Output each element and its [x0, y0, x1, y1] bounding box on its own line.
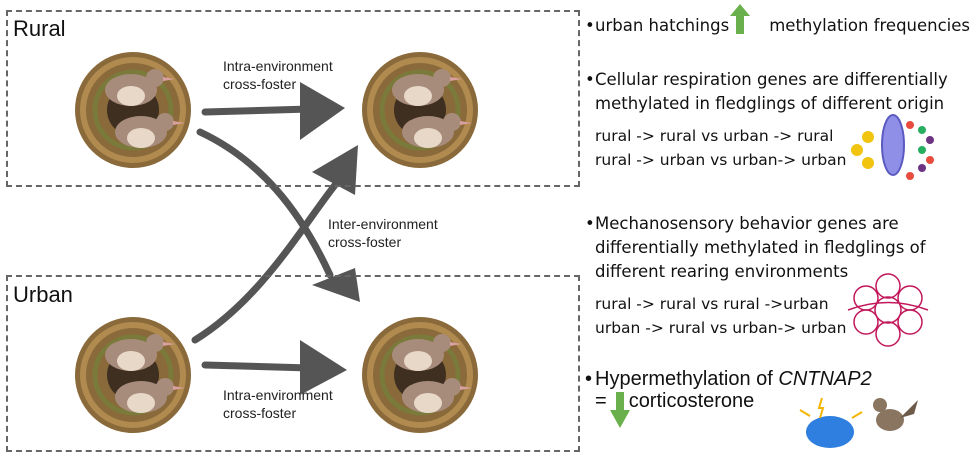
arrowhead-urban-intra — [300, 340, 347, 395]
label-line: cross-foster — [223, 405, 297, 421]
arrow-rural-intra — [201, 105, 314, 116]
finding-4-post: corticosterone — [628, 390, 755, 412]
rural-region-box — [6, 10, 580, 187]
arrowhead-rural-intra — [300, 82, 345, 140]
arrow-rural-to-urban — [196, 128, 334, 279]
down-arrow-icon — [610, 392, 630, 428]
arrowhead-urban-to-rural — [312, 145, 358, 195]
senses-icon — [847, 273, 929, 347]
rural-label: Rural — [13, 16, 66, 41]
gene-name: CNTNAP2 — [778, 368, 872, 390]
finding-4-pre: Hypermethylation of — [595, 368, 779, 390]
finding-2: • Cellular respiration genes are differe… — [585, 68, 948, 172]
finding-2-line: methylated in fledglings of different or… — [595, 94, 945, 113]
up-arrow-icon — [730, 4, 750, 34]
finding-3: • Mechanosensory behavior genes are diff… — [585, 212, 926, 340]
finding-1-post: methylation frequencies — [769, 16, 971, 35]
arrow-urban-intra — [201, 361, 314, 372]
intra-bottom-label: Intra-environment cross-foster — [223, 386, 333, 422]
label-line: Inter-environment — [328, 216, 438, 232]
brain-icon — [799, 397, 863, 448]
finding-3-line: Mechanosensory behavior genes are — [595, 214, 899, 233]
finding-3-comparison: urban -> rural vs urban-> urban — [595, 319, 847, 337]
intra-top-label: Intra-environment cross-foster — [223, 57, 333, 93]
finding-2-comparison: rural -> urban vs urban-> urban — [595, 151, 847, 169]
urban-region-box — [6, 275, 580, 452]
finding-2-line: Cellular respiration genes are different… — [595, 70, 948, 89]
label-line: cross-foster — [328, 234, 402, 250]
finding-3-comparison: rural -> rural vs rural ->urban — [595, 295, 829, 313]
inter-label: Inter-environment cross-foster — [328, 215, 438, 251]
bird-icon — [873, 398, 918, 431]
finding-2-comparison: rural -> rural vs urban -> rural — [595, 127, 834, 145]
finding-1-pre: urban hatchings — [595, 16, 730, 35]
finding-3-line: differentially methylated in fledglings … — [595, 238, 926, 257]
finding-3-line: different rearing environments — [595, 262, 849, 281]
mitochondrion-icon — [851, 114, 934, 180]
finding-4: •Hypermethylation of CNTNAP2 =corticoste… — [585, 368, 872, 412]
arrow-urban-to-rural — [191, 181, 339, 344]
label-line: Intra-environment — [223, 387, 333, 403]
urban-label: Urban — [13, 282, 73, 307]
label-line: Intra-environment — [223, 58, 333, 74]
label-line: cross-foster — [223, 76, 297, 92]
equals-sign: = — [595, 390, 607, 412]
